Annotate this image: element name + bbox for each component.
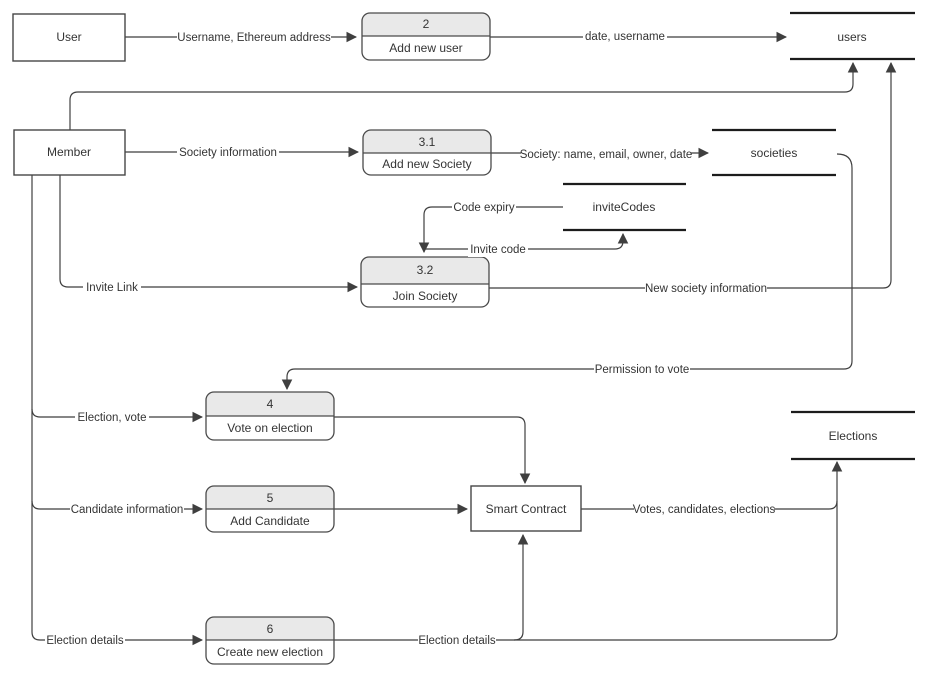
flow-label-code-expiry: Code expiry [452, 200, 516, 215]
process-add-candidate-label: Add Candidate [230, 514, 310, 528]
flow-label-invite-code: Invite code [468, 242, 528, 257]
flow-member-to-users [69, 61, 859, 130]
datastore-elections-label: Elections [829, 429, 878, 443]
process-join-society-number: 3.2 [417, 263, 434, 277]
flow-vote-on-election-to-smart-contract [334, 416, 531, 485]
svg-text:Invite code: Invite code [470, 244, 526, 256]
svg-text:Election details: Election details [418, 635, 496, 647]
flow-member-to-create-new-election [31, 175, 204, 646]
entity-user-label: User [56, 30, 81, 44]
svg-text:Election details: Election details [46, 635, 124, 647]
datastore-societies: societies [712, 128, 836, 177]
flow-election-details-to-elections [334, 460, 843, 641]
flow-label-society-information: Society information [177, 145, 279, 160]
flow-label-permission-to-vote: Permission to vote [594, 362, 690, 377]
svg-text:Candidate information: Candidate information [71, 504, 184, 516]
svg-text:Society information: Society information [179, 147, 277, 159]
flow-label-election-details-out: Election details [418, 633, 496, 648]
flow-label-new-society-information: New society information [645, 281, 767, 296]
datastore-societies-label: societies [751, 146, 798, 160]
flow-join-society-to-users [488, 61, 897, 289]
svg-text:Username, Ethereum address: Username, Ethereum address [177, 32, 331, 44]
entity-smart-contract: Smart Contract [470, 485, 582, 532]
process-vote-on-election-number: 4 [267, 397, 274, 411]
flow-lines [31, 31, 897, 646]
svg-text:Votes, candidates, elections: Votes, candidates, elections [633, 504, 776, 516]
svg-text:Election, vote: Election, vote [77, 412, 146, 424]
entity-user: User [12, 13, 126, 62]
svg-text:date, username: date, username [585, 31, 665, 43]
entity-member-label: Member [47, 145, 91, 159]
flow-label-election-details-member: Election details [45, 633, 125, 648]
process-add-new-society-number: 3.1 [419, 135, 436, 149]
process-add-new-user-number: 2 [423, 17, 430, 31]
process-add-candidate: 5 Add Candidate [205, 485, 335, 533]
process-vote-on-election: 4 Vote on election [205, 391, 335, 441]
flow-label-username-ethereum-address: Username, Ethereum address [177, 29, 331, 44]
process-add-candidate-number: 5 [267, 491, 274, 505]
flow-join-society-to-invitecodes [424, 232, 629, 250]
flow-invitecodes-to-join-society [418, 206, 563, 254]
svg-text:Society: name, email, owner, d: Society: name, email, owner, date [520, 149, 693, 161]
datastore-users: users [790, 11, 915, 61]
datastore-invitecodes-label: inviteCodes [593, 200, 656, 214]
flow-label-invite-link: Invite Link [83, 280, 141, 295]
process-add-new-society: 3.1 Add new Society [362, 129, 492, 176]
flow-societies-to-vote-on-election [281, 153, 853, 391]
svg-text:Permission to vote: Permission to vote [595, 364, 690, 376]
svg-text:Invite Link: Invite Link [86, 282, 138, 294]
process-join-society-label: Join Society [393, 289, 458, 303]
flow-label-candidate-information: Candidate information [70, 502, 184, 517]
process-join-society: 3.2 Join Society [360, 256, 490, 308]
entity-member: Member [13, 129, 126, 176]
flow-label-date-username: date, username [583, 29, 667, 44]
entity-smart-contract-label: Smart Contract [486, 502, 567, 516]
process-create-new-election-label: Create new election [217, 645, 323, 659]
flow-label-votes-candidates-elections: Votes, candidates, elections [633, 502, 776, 517]
flow-label-election-vote: Election, vote [75, 410, 149, 425]
datastore-elections: Elections [791, 410, 915, 461]
process-create-new-election-number: 6 [267, 622, 274, 636]
process-add-new-user: 2 Add new user [361, 12, 491, 61]
flow-label-society-fields: Society: name, email, owner, date [520, 147, 693, 162]
process-create-new-election: 6 Create new election [205, 616, 335, 665]
flow-labels: Username, Ethereum address date, usernam… [45, 29, 776, 648]
process-vote-on-election-label: Vote on election [227, 421, 312, 435]
svg-text:New society information: New society information [645, 283, 767, 295]
flow-election-details-to-smart-contract [513, 533, 529, 641]
flow-smart-contract-to-elections [581, 500, 838, 510]
datastore-users-label: users [837, 30, 866, 44]
datastore-invitecodes: inviteCodes [563, 182, 686, 232]
process-add-new-society-label: Add new Society [382, 157, 471, 171]
svg-text:Code expiry: Code expiry [453, 202, 515, 214]
flow-member-to-join-society [59, 175, 359, 293]
process-add-new-user-label: Add new user [389, 41, 462, 55]
